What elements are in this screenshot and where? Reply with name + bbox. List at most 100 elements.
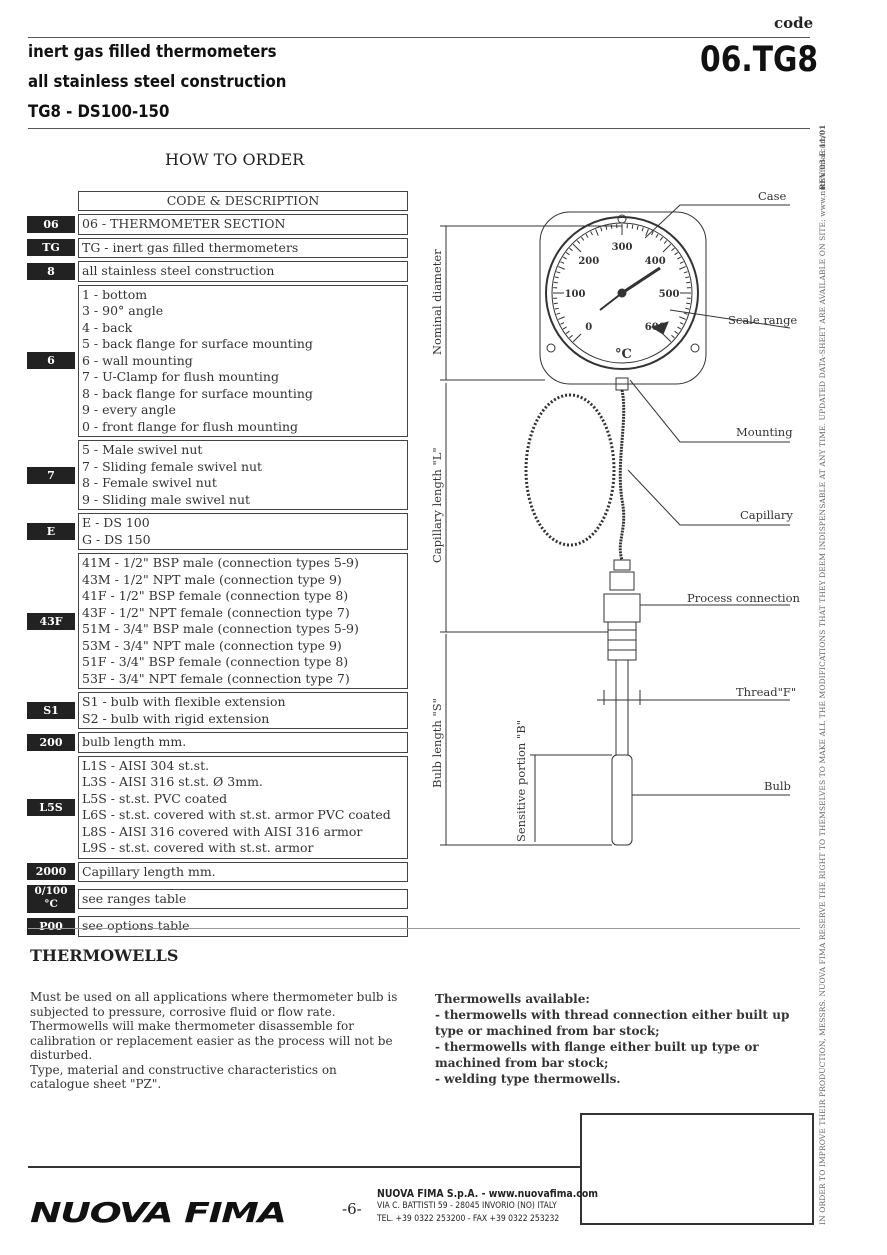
thermowells-description: Must be used on all applications where t…	[30, 990, 400, 1092]
thermometer-diagram: Case Scale range Mounting Capillary Proc…	[430, 189, 801, 846]
dial-tick	[677, 326, 682, 330]
divider	[28, 128, 810, 129]
dial-tick	[674, 330, 679, 334]
dial-tick	[671, 334, 675, 339]
label-bulb-length: Bulb length "S"	[430, 698, 444, 788]
dial-scale-label: 600	[645, 322, 666, 333]
dial-tick	[636, 225, 639, 230]
order-description: Capillary length mm.	[78, 861, 408, 882]
dial-tick	[671, 247, 675, 252]
dial-tick	[554, 307, 559, 310]
option-line: 41M - 1/2" BSP male (connection types 5-…	[82, 555, 359, 570]
order-code: 0/100 °C	[27, 885, 75, 913]
dial-ticks	[553, 224, 691, 343]
option-line: 4 - back	[82, 319, 133, 335]
dial-scale-label: 200	[578, 256, 599, 267]
title-line-2: all stainless steel construction	[28, 72, 287, 92]
option-line: L3S - AISI 316 st.st. Ø 3mm.	[82, 774, 263, 789]
option-line: L6S - st.st. covered with st.st. armor P…	[82, 807, 391, 822]
option-line: L1S - AISI 304 st.st.	[82, 757, 210, 773]
option-line: 1 - bottom	[82, 286, 148, 302]
order-code: TG	[27, 239, 75, 257]
nuova-fima-logo: NUOVA FIMA	[30, 1196, 287, 1229]
option-line: bulb length mm.	[82, 734, 187, 749]
dial-tick	[663, 240, 668, 244]
thermowells-title: THERMOWELLS	[30, 946, 179, 965]
dial-tick	[674, 252, 679, 256]
option-line: 43M - 1/2" NPT male (connection type 9)	[82, 571, 342, 587]
dial-tick	[686, 302, 691, 305]
order-description: 41M - 1/2" BSP male (connection types 5-…	[78, 553, 408, 689]
divider	[28, 928, 800, 929]
order-code: 06	[27, 215, 75, 233]
order-code: 7	[27, 466, 75, 484]
option-line: 5 - back flange for surface mounting	[82, 336, 313, 351]
paragraph: Must be used on all applications where t…	[30, 990, 398, 1019]
option-line: 51F - 3/4" BSP female (connection type 8…	[82, 654, 349, 669]
paragraph: - welding type thermowells.	[435, 1072, 621, 1086]
paragraph: Thermowells available:	[435, 992, 590, 1006]
option-line: 43F - 1/2" NPT female (connection type 7…	[82, 604, 350, 620]
option-line: 41F - 1/2" BSP female (connection type 8…	[82, 588, 349, 603]
option-line: 7 - U-Clamp for flush mounting	[82, 369, 279, 384]
option-line: L5S - st.st. PVC coated	[82, 790, 228, 806]
option-line: 8 - back flange for surface mounting	[82, 385, 313, 401]
option-line: 5 - Male swivel nut	[82, 442, 203, 457]
label-case: Case	[758, 189, 787, 203]
paragraph: Thermowells will make thermometer disass…	[30, 1019, 393, 1062]
option-line: 8 - Female swivel nut	[82, 475, 217, 490]
dial-unit: °C	[615, 347, 632, 362]
dial-tick	[560, 322, 565, 325]
address: VIA C. BATTISTI 59 - 28045 INVORIO (NO) …	[377, 1201, 557, 1211]
dial-tick	[677, 256, 682, 260]
dial-scale-label: 400	[645, 256, 666, 267]
dial-tick	[556, 271, 561, 274]
dial-tick	[651, 231, 654, 236]
dial-tick	[631, 224, 634, 229]
order-description: see options table	[78, 916, 408, 937]
paragraph: Type, material and constructive characte…	[30, 1062, 337, 1092]
dial-tick	[679, 266, 686, 270]
thermowells-available: Thermowells available: - thermowells wit…	[435, 991, 795, 1087]
dial-tick	[686, 281, 691, 284]
dial-tick	[641, 227, 644, 232]
stamp-box	[580, 1113, 814, 1225]
title-line-1: inert gas filled thermometers	[28, 42, 277, 62]
dial-tick	[562, 326, 567, 330]
option-line: 51M - 3/4" BSP male (connection types 5-…	[82, 621, 359, 636]
label-process-connection: Process connection	[687, 591, 801, 605]
capillary-coil	[524, 393, 616, 547]
label-bulb: Bulb	[764, 779, 791, 793]
dial-tick	[679, 316, 686, 320]
dial-tick	[662, 333, 672, 343]
option-line: TG - inert gas filled thermometers	[82, 239, 299, 255]
dial-tick	[569, 247, 573, 252]
product-code: 06.TG8	[700, 40, 819, 80]
option-line: E - DS 100	[82, 515, 150, 530]
option-line: Capillary length mm.	[82, 863, 216, 879]
dial-tick	[560, 261, 565, 264]
dial-tick	[554, 276, 559, 279]
order-code: 43F	[27, 612, 75, 630]
dial-tick	[562, 256, 567, 260]
phone: TEL. +39 0322 253200 - FAX +39 0322 2532…	[377, 1214, 560, 1224]
label-capillary: Capillary	[740, 508, 793, 522]
paragraph: - thermowells with thread connection eit…	[435, 1008, 790, 1038]
order-code: 8	[27, 262, 75, 280]
order-code: E	[27, 523, 75, 540]
company-name: NUOVA FIMA S.p.A. - www.nuovafima.com	[377, 1187, 599, 1200]
dial-tick	[683, 271, 688, 274]
label-sensitive-portion: Sensitive portion "B"	[514, 720, 528, 842]
